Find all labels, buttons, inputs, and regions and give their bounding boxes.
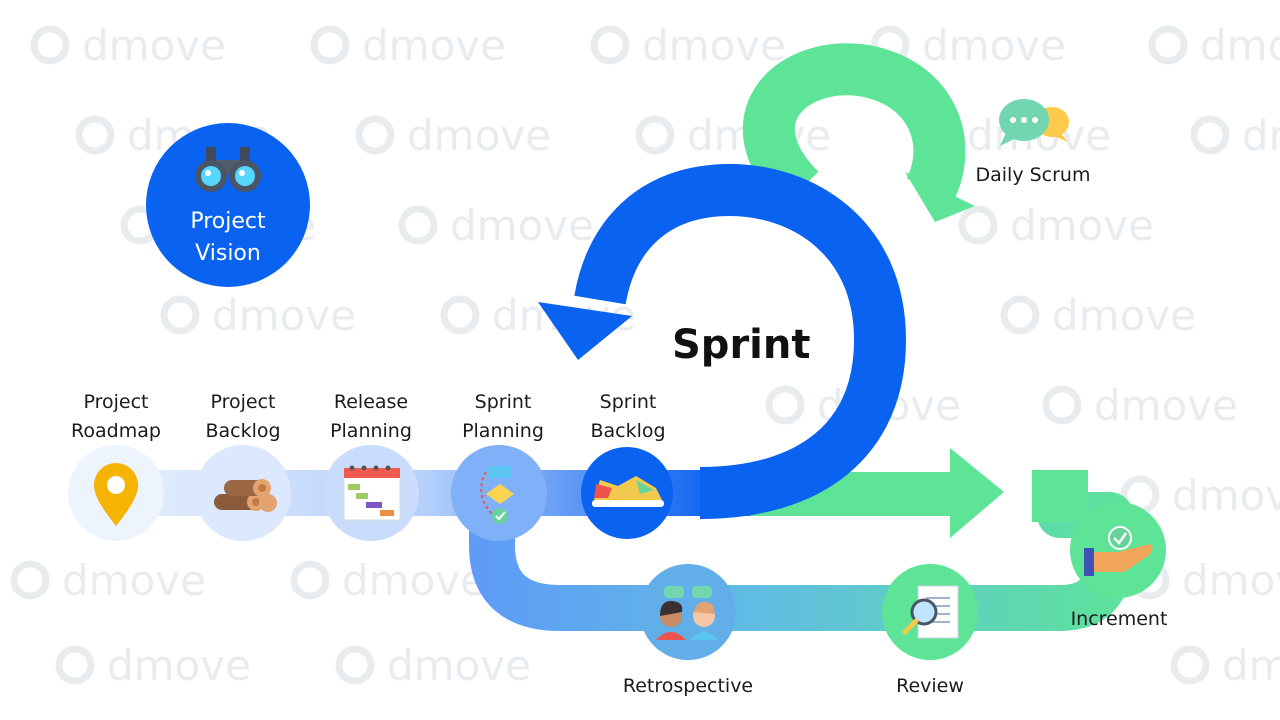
retrospective-node: Retrospective xyxy=(623,564,753,697)
watermark-text: dmove xyxy=(1052,291,1196,340)
watermark-text: dmove xyxy=(1182,556,1280,605)
watermark-text: dmove xyxy=(212,291,356,340)
retrospective-label: Retrospective xyxy=(623,675,753,697)
step-project-backlog: Project Backlog xyxy=(195,391,291,541)
increment-label: Increment xyxy=(1071,608,1168,630)
step-label-line1: Release xyxy=(334,391,408,413)
vision-label-line1: Project xyxy=(190,209,266,234)
binoculars-icon xyxy=(195,147,261,192)
step-label-line2: Backlog xyxy=(205,420,280,442)
step-label-line1: Project xyxy=(210,391,275,413)
watermark-row: dmove dmove dmove xyxy=(55,641,1280,690)
step-sprint-planning: Sprint Planning xyxy=(451,391,547,541)
watermark-text: dmove xyxy=(387,641,531,690)
step-label-line1: Sprint xyxy=(475,391,532,413)
watermark-text: dmove xyxy=(407,111,551,160)
location-pin-icon xyxy=(94,463,138,526)
watermark-text: dmove xyxy=(1200,21,1280,70)
watermark-text: dmove xyxy=(62,556,206,605)
watermark-text: dmove xyxy=(922,21,1066,70)
review-label: Review xyxy=(896,675,964,697)
step-project-roadmap: Project Roadmap xyxy=(68,391,164,541)
step-label-line2: Planning xyxy=(330,420,412,442)
watermark-text: dmove xyxy=(642,21,786,70)
chat-bubbles-icon xyxy=(999,99,1069,146)
sprint-title: Sprint xyxy=(672,322,810,368)
step-label-line1: Project xyxy=(83,391,148,413)
sneaker-icon xyxy=(592,476,664,507)
watermark-text: dmove xyxy=(362,21,506,70)
increment-node: Increment xyxy=(1070,502,1167,630)
step-label-line2: Roadmap xyxy=(71,420,161,442)
watermark-text: dmove xyxy=(1010,201,1154,250)
watermark-text: dmove xyxy=(82,21,226,70)
gantt-calendar-icon xyxy=(343,465,401,521)
people-talking-icon xyxy=(656,586,718,640)
step-sprint-backlog: Sprint Backlog xyxy=(581,391,673,539)
watermark-row: dmove dmove dmove xyxy=(10,556,1280,605)
watermark-text: dmove xyxy=(450,201,594,250)
flowchart-icon xyxy=(480,466,514,524)
step-label-line1: Sprint xyxy=(600,391,657,413)
logs-icon xyxy=(214,479,277,512)
daily-scrum-loop-arrow xyxy=(742,43,975,222)
daily-scrum-node: Daily Scrum xyxy=(976,99,1091,186)
watermark-text: dmove xyxy=(1172,471,1280,520)
watermark-text: dmove xyxy=(342,556,486,605)
step-label-line2: Planning xyxy=(462,420,544,442)
vision-label-line2: Vision xyxy=(195,241,261,266)
project-vision-node: Project Vision xyxy=(146,123,310,287)
review-node: Review xyxy=(882,564,978,697)
watermark-text: dmove xyxy=(107,641,251,690)
daily-scrum-label: Daily Scrum xyxy=(976,164,1091,186)
step-label-line2: Backlog xyxy=(590,420,665,442)
watermark-text: dmove xyxy=(1242,111,1280,160)
watermark-text: dmove xyxy=(1094,381,1238,430)
watermark-text: dmove xyxy=(1222,641,1280,690)
hand-check-icon xyxy=(1084,526,1153,576)
watermark-row: dmove dmove dmove dmove dmove xyxy=(30,21,1280,70)
step-release-planning: Release Planning xyxy=(323,391,419,541)
document-magnifier-icon xyxy=(902,585,959,639)
sprint-loop-arrow xyxy=(538,163,907,519)
